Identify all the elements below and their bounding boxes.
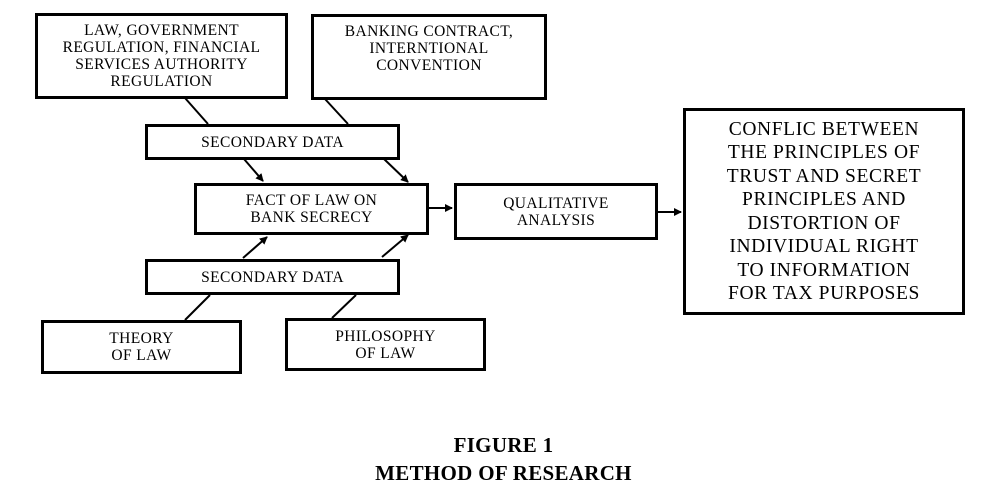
node-conflict: CONFLIC BETWEEN THE PRINCIPLES OF TRUST …: [683, 108, 965, 315]
arrow-secondary-bottom-to-fact-left: [242, 236, 268, 259]
node-banking-contract: BANKING CONTRACT, INTERNTIONAL CONVENTIO…: [311, 14, 547, 100]
node-conflict-line-7: TO INFORMATION: [737, 259, 911, 281]
node-fact-of-law-line-1: FACT OF LAW ON: [245, 192, 378, 209]
connector-bank-to-secondary: [324, 98, 349, 125]
node-secondary-data-top: SECONDARY DATA: [145, 124, 400, 160]
arrow-secondary-top-to-fact-right: [383, 158, 409, 183]
node-conflict-line-1: CONFLIC BETWEEN: [728, 118, 920, 140]
node-law-regulation: LAW, GOVERNMENT REGULATION, FINANCIAL SE…: [35, 13, 288, 99]
node-conflict-line-8: FOR TAX PURPOSES: [728, 283, 920, 304]
node-theory-of-law-line-2: OF LAW: [111, 347, 172, 364]
node-law-regulation-line-3: SERVICES AUTHORITY: [75, 56, 248, 73]
node-conflict-line-4: PRINCIPLES AND: [742, 189, 906, 210]
node-qualitative-analysis-line-2: ANALYSIS: [516, 211, 596, 229]
arrow-secondary-top-to-fact-left: [243, 158, 264, 182]
node-fact-of-law: FACT OF LAW ON BANK SECRECY: [194, 183, 429, 235]
node-law-regulation-line-4: REGULATION: [110, 73, 213, 90]
node-conflict-line-5: DISTORTION OF: [747, 212, 901, 234]
node-philosophy-of-law: PHILOSOPHY OF LAW: [285, 318, 486, 371]
node-secondary-data-top-label: SECONDARY DATA: [201, 133, 344, 151]
node-conflict-line-2: THE PRINCIPLES OF: [727, 142, 921, 163]
node-theory-of-law: THEORY OF LAW: [41, 320, 242, 374]
figure-title: METHOD OF RESEARCH: [375, 461, 632, 485]
node-qualitative-analysis-line-1: QUALITATIVE: [503, 194, 609, 212]
figure-number: FIGURE 1: [453, 433, 554, 457]
node-philosophy-of-law-line-1: PHILOSOPHY: [335, 327, 436, 345]
node-banking-contract-line-2: INTERNTIONAL: [369, 40, 489, 57]
connector-law-to-secondary: [184, 97, 209, 125]
node-law-regulation-line-1: LAW, GOVERNMENT: [84, 22, 239, 39]
node-secondary-data-bottom: SECONDARY DATA: [145, 259, 400, 295]
node-fact-of-law-line-2: BANK SECRECY: [250, 209, 373, 226]
node-secondary-data-bottom-label: SECONDARY DATA: [201, 268, 344, 286]
arrow-secondary-bottom-to-fact-right: [381, 234, 409, 258]
connector-philosophy-to-secondary: [331, 294, 357, 319]
node-philosophy-of-law-line-2: OF LAW: [355, 344, 416, 362]
node-qualitative-analysis: QUALITATIVE ANALYSIS: [454, 183, 658, 240]
node-conflict-line-3: TRUST AND SECRET: [726, 165, 922, 187]
connector-theory-to-secondary: [184, 294, 211, 321]
node-law-regulation-line-2: REGULATION, FINANCIAL: [62, 39, 261, 56]
node-conflict-line-6: INDIVIDUAL RIGHT: [729, 236, 919, 257]
node-theory-of-law-line-1: THEORY: [109, 330, 174, 347]
node-banking-contract-line-1: BANKING CONTRACT,: [344, 23, 514, 40]
node-banking-contract-line-3: CONVENTION: [376, 57, 482, 74]
